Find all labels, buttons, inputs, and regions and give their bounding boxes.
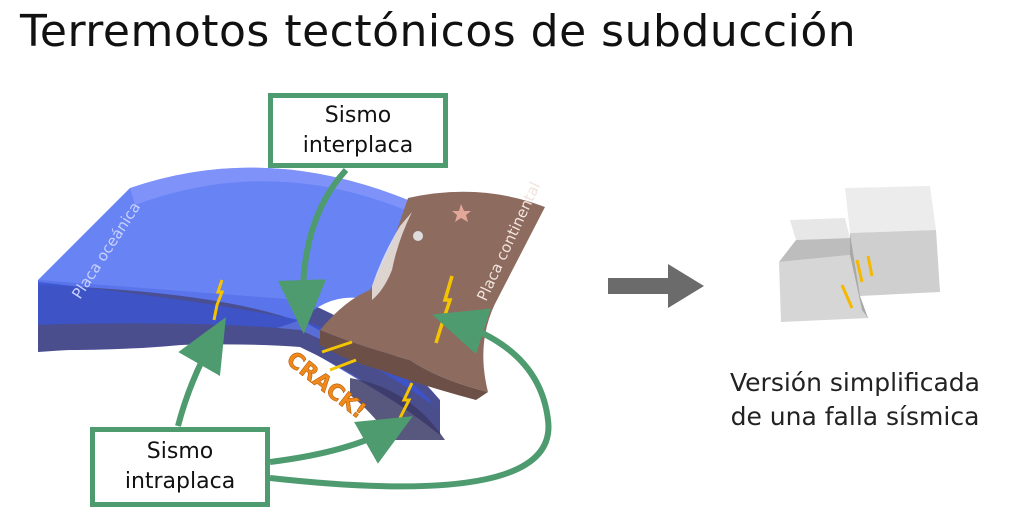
caption-line1: Versión simplificada — [690, 366, 1020, 400]
fault-block — [779, 186, 940, 322]
intraplate-line1: Sismo — [95, 437, 265, 467]
intraplate-arrow-deep — [270, 428, 392, 462]
building-icon — [413, 231, 423, 241]
intraplate-arrow-oceanic — [178, 338, 214, 426]
interplate-callout: Sismo interplaca — [268, 93, 448, 168]
intraplate-callout: Sismo intraplaca — [90, 427, 270, 507]
interplate-line1: Sismo — [273, 101, 443, 131]
intraplate-line2: intraplaca — [95, 467, 265, 497]
caption-line2: de una falla sísmica — [690, 400, 1020, 434]
interplate-line2: interplaca — [273, 131, 443, 161]
right-arrow-icon — [608, 264, 704, 308]
fault-caption: Versión simplificada de una falla sísmic… — [690, 366, 1020, 434]
